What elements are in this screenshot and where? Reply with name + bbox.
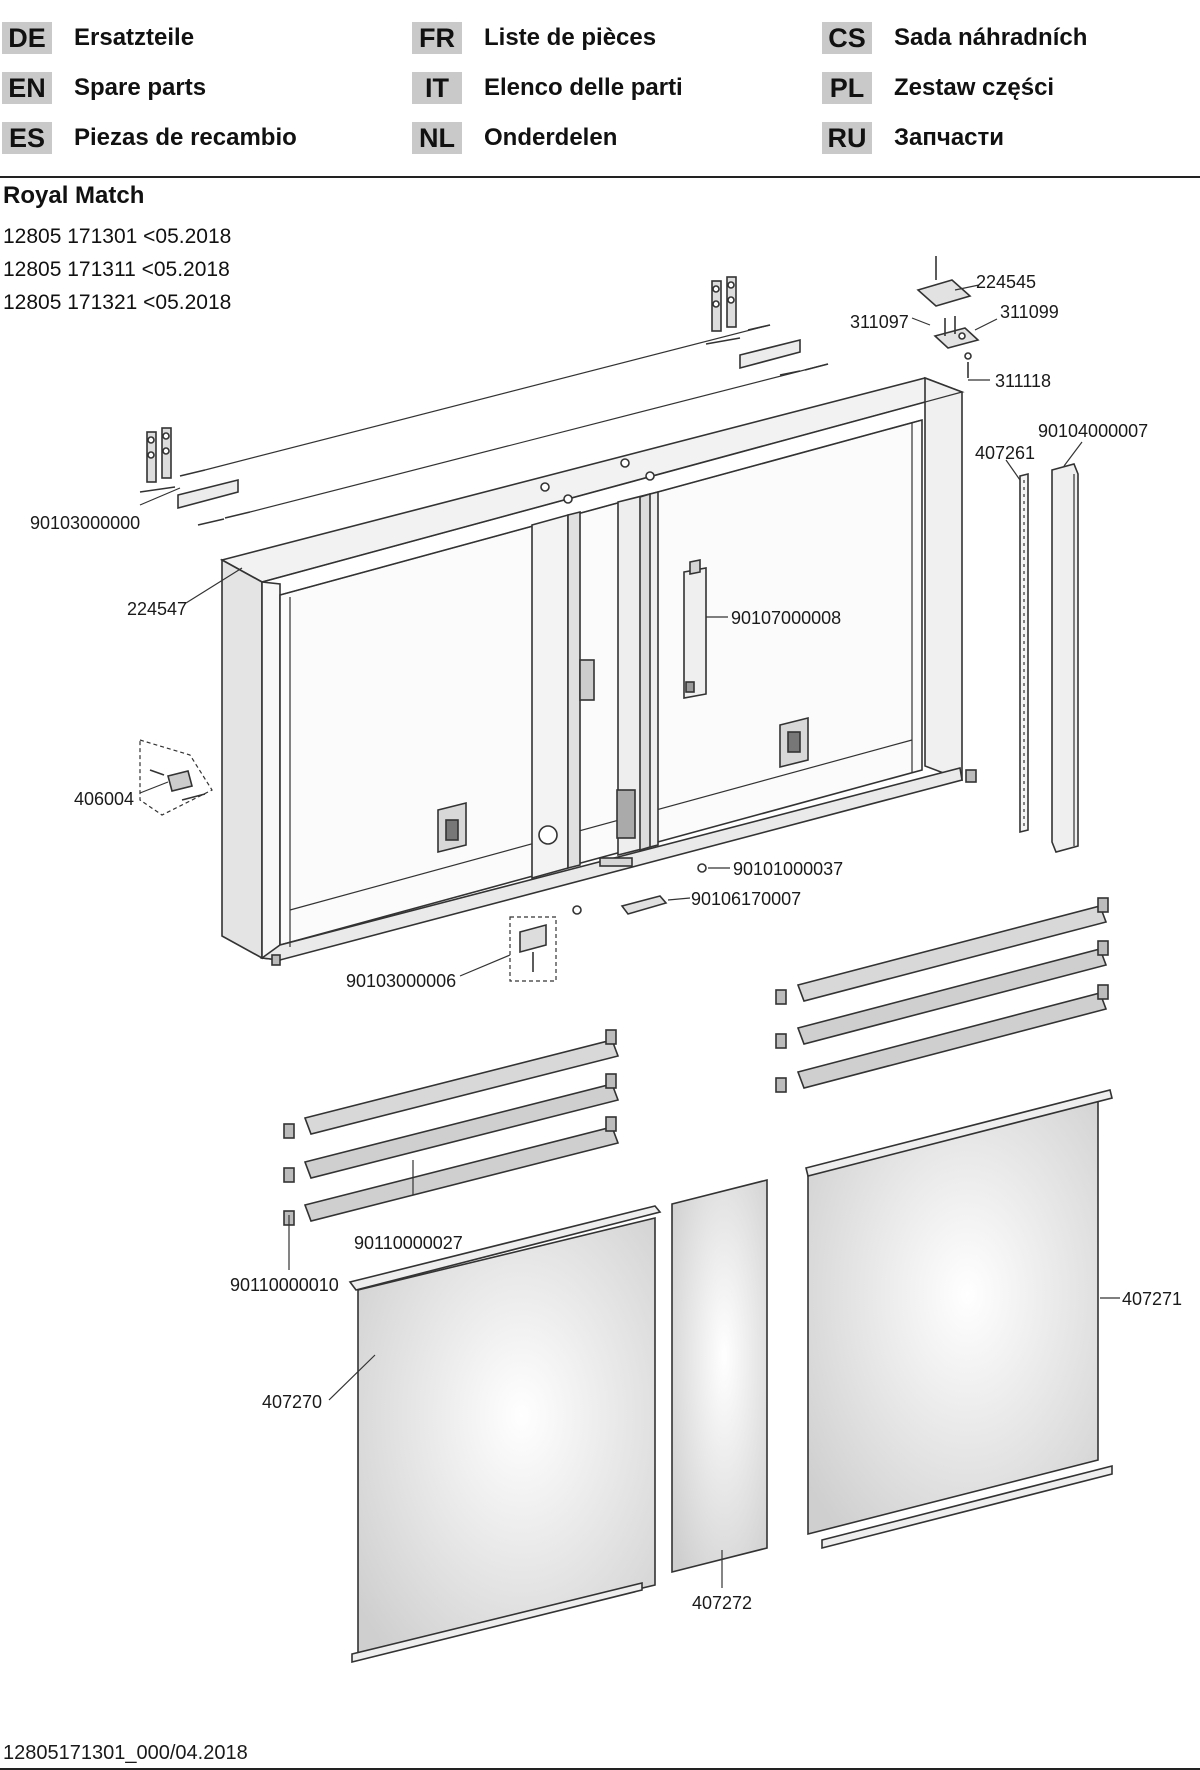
part-label-90106170007: 90106170007	[691, 889, 801, 909]
part-label-311118: 311118	[995, 371, 1051, 391]
lang-code: IT	[412, 72, 462, 104]
part-label-224547: 224547	[127, 599, 187, 619]
lang-text: Liste de pièces	[484, 24, 657, 51]
lang-text: Запчасти	[894, 124, 1005, 151]
footer-divider	[0, 1768, 1200, 1770]
lang-text: Elenco delle parti	[484, 74, 683, 101]
mirror-door-center	[671, 1178, 768, 1574]
lang-row-pl: PL Zestaw części	[822, 70, 1054, 106]
article-number: 12805 171311 <05.2018	[3, 258, 230, 281]
article-number: 12805 171321 <05.2018	[3, 291, 232, 314]
part-label-406004: 406004	[74, 789, 134, 809]
lang-text: Onderdelen	[484, 124, 618, 151]
lang-text: Sada náhradních	[894, 24, 1088, 51]
magnet-clip	[620, 895, 668, 915]
lang-code: NL	[412, 122, 462, 154]
mirror-door-left	[348, 1205, 662, 1664]
lang-row-it: IT Elenco delle parti	[412, 70, 683, 106]
part-label-407270: 407270	[262, 1392, 322, 1412]
product-info: Royal Match 12805 171301 <05.2018 12805 …	[3, 182, 231, 319]
lang-text: Zestaw części	[894, 74, 1055, 101]
cabinet-body	[219, 376, 977, 966]
lang-text: Spare parts	[74, 74, 207, 101]
lang-code: DE	[2, 22, 52, 54]
part-label-311097: 311097	[850, 312, 909, 332]
lang-row-fr: FR Liste de pièces	[412, 20, 656, 56]
header-divider	[0, 176, 1200, 178]
part-label-407272: 407272	[692, 1593, 752, 1613]
part-label-90110000010: 90110000010	[230, 1275, 339, 1295]
part-label-90101000037: 90101000037	[733, 859, 843, 879]
lang-row-en: EN Spare parts	[2, 70, 206, 106]
top-clip-assembly	[916, 256, 980, 378]
part-label-90103000000: 90103000000	[30, 513, 140, 533]
part-label-90110000027: 90110000027	[354, 1233, 463, 1253]
lang-code: CS	[822, 22, 872, 54]
side-profile-strips	[1019, 463, 1079, 853]
part-label-90104000007: 90104000007	[1038, 421, 1148, 441]
mounting-bracket-left	[139, 427, 251, 526]
part-label-90107000008: 90107000008	[731, 608, 841, 628]
part-labels: 224545 311097 311099 311118 90104000007 …	[30, 272, 1182, 1613]
lang-text: Ersatzteile	[74, 24, 195, 51]
lang-text: Piezas de recambio	[74, 124, 297, 151]
part-label-90103000006: 90103000006	[346, 971, 456, 991]
part-label-311099: 311099	[1000, 302, 1059, 322]
document-number: 12805171301_000/04.2018	[3, 1742, 248, 1764]
connector-detail	[509, 916, 557, 982]
hinge-block-detail	[139, 739, 213, 816]
article-number: 12805 171301 <05.2018	[3, 225, 232, 248]
part-label-407261: 407261	[975, 443, 1035, 463]
shelves-left	[283, 1029, 620, 1226]
led-light-bar	[683, 559, 707, 699]
lang-row-de: DE Ersatzteile	[2, 20, 194, 56]
lang-code: PL	[822, 72, 872, 104]
lang-row-ru: RU Запчасти	[822, 120, 1004, 156]
lang-row-cs: CS Sada náhradních	[822, 20, 1087, 56]
lang-row-nl: NL Onderdelen	[412, 120, 617, 156]
part-label-407271: 407271	[1122, 1289, 1182, 1309]
lang-code: ES	[2, 122, 52, 154]
small-cap	[572, 905, 582, 915]
language-header: DE Ersatzteile EN Spare parts ES Piezas …	[0, 0, 1200, 170]
shelves-right	[775, 897, 1109, 1093]
mirror-door-right	[805, 1089, 1113, 1550]
leader-lines	[139, 284, 1120, 1588]
lang-row-es: ES Piezas de recambio	[2, 120, 297, 156]
lang-code: FR	[412, 22, 462, 54]
product-name: Royal Match	[3, 182, 145, 209]
lang-code: EN	[2, 72, 52, 104]
part-label-224545: 224545	[976, 272, 1036, 292]
small-screw-cap	[697, 863, 707, 873]
lang-code: RU	[822, 122, 872, 154]
